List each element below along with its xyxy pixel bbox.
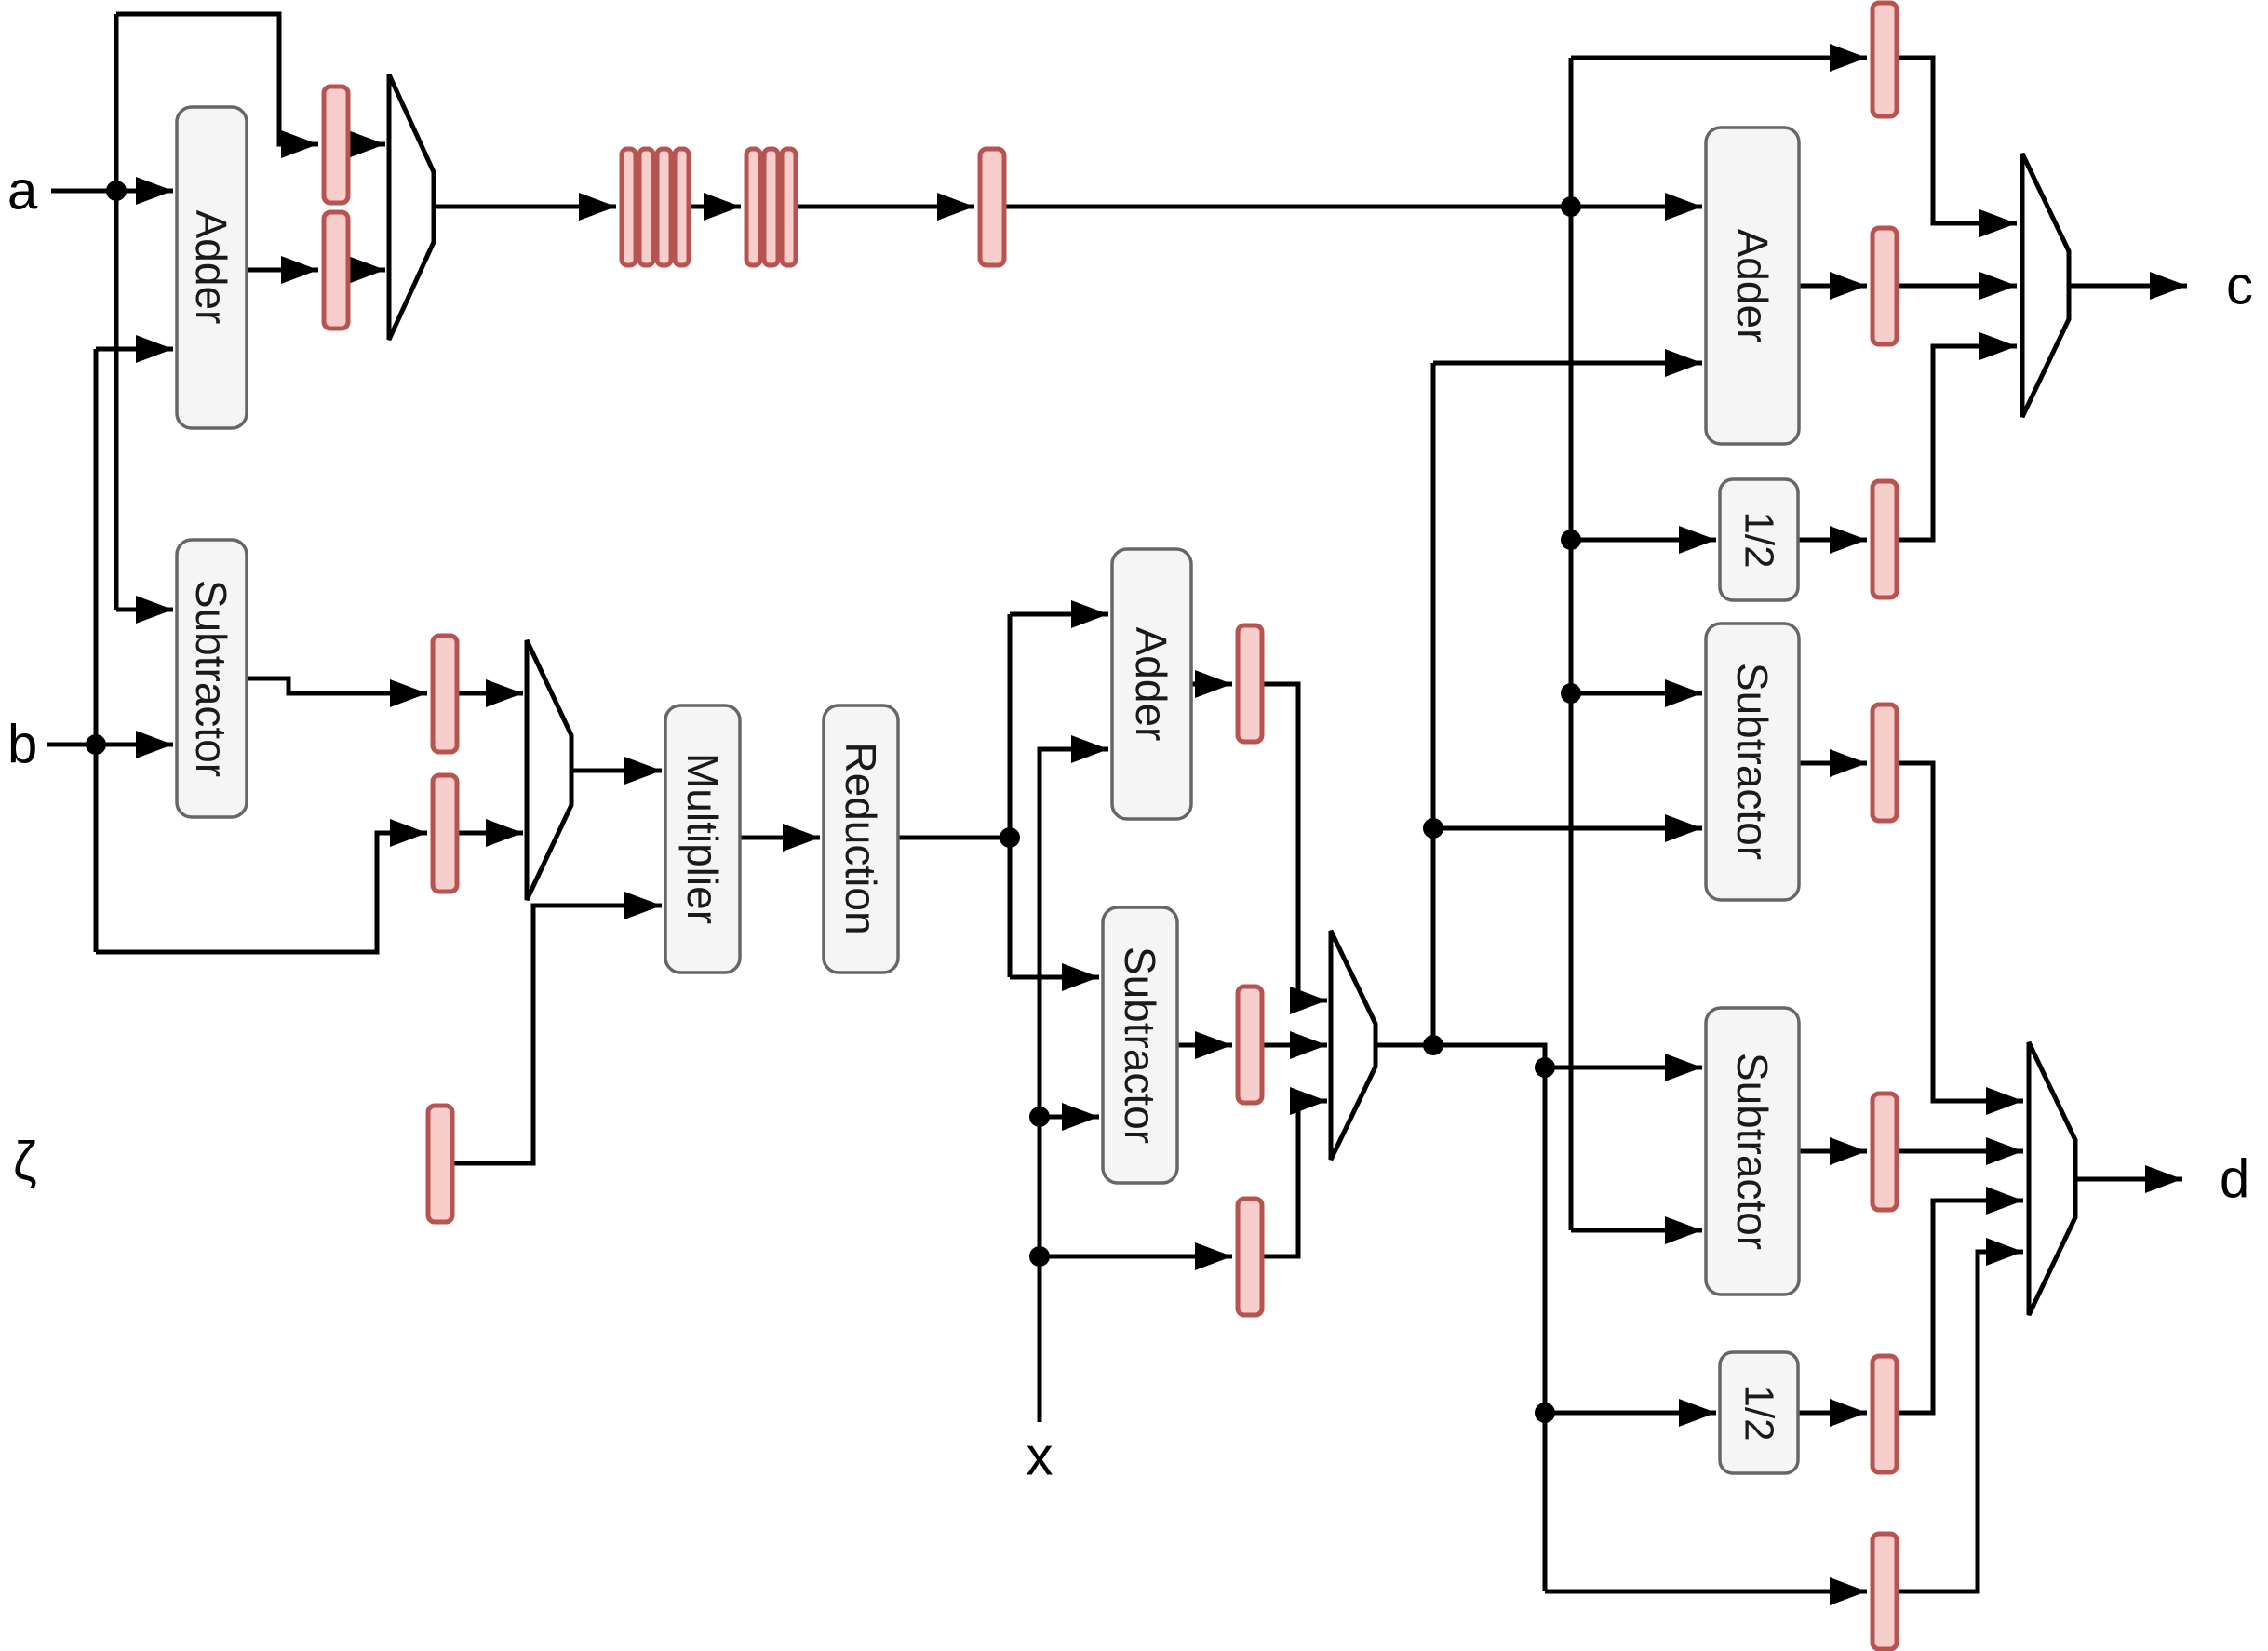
subtractor-right-bottom-box bbox=[1704, 1006, 1801, 1296]
register-chain1-3 bbox=[654, 146, 674, 268]
half-top-label: 1/2 bbox=[1737, 511, 1782, 568]
half-bottom-block: 1/2 bbox=[1718, 1350, 1800, 1475]
register-subtractor-right-bottom-out bbox=[1870, 1091, 1899, 1213]
subtractor-mid-box bbox=[1101, 906, 1179, 1185]
register-adder-mid-out bbox=[1235, 623, 1265, 745]
subtractor-left-label: Subtractor bbox=[187, 580, 235, 777]
subtractor-right-top-block: Subtractor bbox=[1704, 622, 1801, 902]
half-top-block: 1/2 bbox=[1718, 477, 1800, 602]
register-top-bypass bbox=[1870, 0, 1899, 119]
reduction-label: Reduction bbox=[837, 742, 885, 934]
mux3-icon bbox=[1328, 929, 1378, 1161]
subtractor-mid-label: Subtractor bbox=[1116, 946, 1164, 1144]
wire bbox=[1897, 1238, 2023, 1594]
adder-right-box bbox=[1704, 126, 1801, 446]
mux1-icon bbox=[386, 73, 436, 342]
adder-right-block: Adder bbox=[1704, 126, 1801, 446]
junctions bbox=[86, 181, 1581, 1423]
junction-dot bbox=[1029, 1107, 1050, 1127]
subtractor-right-bottom-label: Subtractor bbox=[1728, 1053, 1777, 1250]
half-bottom-label: 1/2 bbox=[1737, 1384, 1782, 1441]
wire bbox=[1433, 1042, 1702, 1081]
wire bbox=[1262, 1087, 1327, 1259]
register-chain1-2 bbox=[637, 146, 656, 268]
wire bbox=[1897, 1187, 2023, 1416]
adder-right-label: Adder bbox=[1728, 229, 1777, 343]
junction-dot bbox=[1535, 1403, 1555, 1423]
subtractor-right-bottom-block: Subtractor bbox=[1704, 1006, 1801, 1296]
multiplier-label: Multiplier bbox=[678, 753, 727, 924]
subtractor-left-block: Subtractor bbox=[175, 538, 248, 819]
register-adder-left-out bbox=[321, 209, 351, 331]
register-chain2-3 bbox=[779, 146, 798, 268]
register-b-bypass bbox=[430, 772, 460, 894]
junction-dot bbox=[1423, 818, 1443, 839]
subtractor-left-box bbox=[175, 538, 248, 819]
subtractor-right-top-label: Subtractor bbox=[1728, 663, 1777, 860]
input-label-b: b bbox=[7, 715, 37, 775]
adder-left-box bbox=[175, 105, 248, 430]
wire bbox=[1897, 332, 2017, 543]
register-subtractor-left-out bbox=[430, 633, 460, 755]
mux-c-icon bbox=[2020, 152, 2072, 419]
wire bbox=[1897, 760, 2023, 1115]
register-adder-right-out bbox=[1870, 225, 1899, 347]
register-subtractor-right-top-out bbox=[1870, 702, 1899, 824]
register-chain1-4 bbox=[672, 146, 691, 268]
register-chain2-2 bbox=[761, 146, 781, 268]
half-bottom-box bbox=[1718, 1350, 1800, 1475]
junction-dot bbox=[1561, 530, 1581, 550]
register-top-chain-end bbox=[977, 146, 1007, 268]
wire bbox=[247, 676, 427, 707]
junction-dot bbox=[1000, 827, 1020, 848]
multiplier-box bbox=[664, 704, 742, 974]
pipeline-registers bbox=[321, 0, 1899, 1651]
junction-dot bbox=[1535, 1057, 1555, 1078]
mux2-icon bbox=[524, 638, 574, 902]
register-zeta bbox=[425, 1103, 455, 1225]
register-a-bypass bbox=[321, 84, 351, 206]
register-chain2-1 bbox=[744, 146, 763, 268]
output-label-d: d bbox=[2220, 1149, 2249, 1210]
adder-left-label: Adder bbox=[187, 210, 235, 325]
adder-mid-box bbox=[1110, 547, 1193, 821]
half-top-box bbox=[1718, 477, 1800, 602]
reduction-block: Reduction bbox=[822, 704, 900, 974]
io-labels: a b ζ x c d bbox=[7, 161, 2253, 1487]
adder-mid-block: Adder bbox=[1110, 547, 1193, 821]
register-subtractor-mid-out bbox=[1235, 984, 1265, 1106]
register-x-bypass bbox=[1235, 1196, 1265, 1318]
blocks: Adder Subtractor Multiplier Reduction Ad… bbox=[175, 105, 1801, 1475]
input-label-x: x bbox=[1027, 1427, 1053, 1487]
wire bbox=[1262, 681, 1327, 1014]
adder-left-block: Adder bbox=[175, 105, 248, 430]
wire bbox=[96, 819, 427, 955]
wire bbox=[452, 892, 662, 1166]
wire bbox=[1037, 735, 1108, 1422]
register-half-top-out bbox=[1870, 478, 1899, 600]
junction-dot bbox=[1423, 1035, 1443, 1055]
reduction-box bbox=[822, 704, 900, 974]
register-chain1-1 bbox=[619, 146, 638, 268]
junction-dot bbox=[1029, 1246, 1050, 1267]
adder-mid-label: Adder bbox=[1127, 627, 1175, 742]
input-label-a: a bbox=[7, 161, 38, 221]
junction-dot bbox=[86, 734, 106, 755]
mux-d-icon bbox=[2026, 1040, 2078, 1317]
register-half-bottom-out bbox=[1870, 1353, 1899, 1475]
wire bbox=[1897, 55, 2017, 237]
wire bbox=[116, 11, 318, 158]
junction-dot bbox=[1561, 683, 1581, 704]
multiplier-block: Multiplier bbox=[664, 704, 742, 974]
output-label-c: c bbox=[2226, 256, 2253, 316]
junction-dot bbox=[106, 181, 127, 201]
junction-dot bbox=[1561, 196, 1581, 217]
subtractor-mid-block: Subtractor bbox=[1101, 906, 1179, 1185]
wires bbox=[47, 11, 2187, 1605]
subtractor-right-top-box bbox=[1704, 622, 1801, 902]
multiplexers bbox=[386, 73, 2078, 1317]
register-bottom-bypass bbox=[1870, 1531, 1899, 1651]
input-label-zeta: ζ bbox=[13, 1132, 37, 1192]
